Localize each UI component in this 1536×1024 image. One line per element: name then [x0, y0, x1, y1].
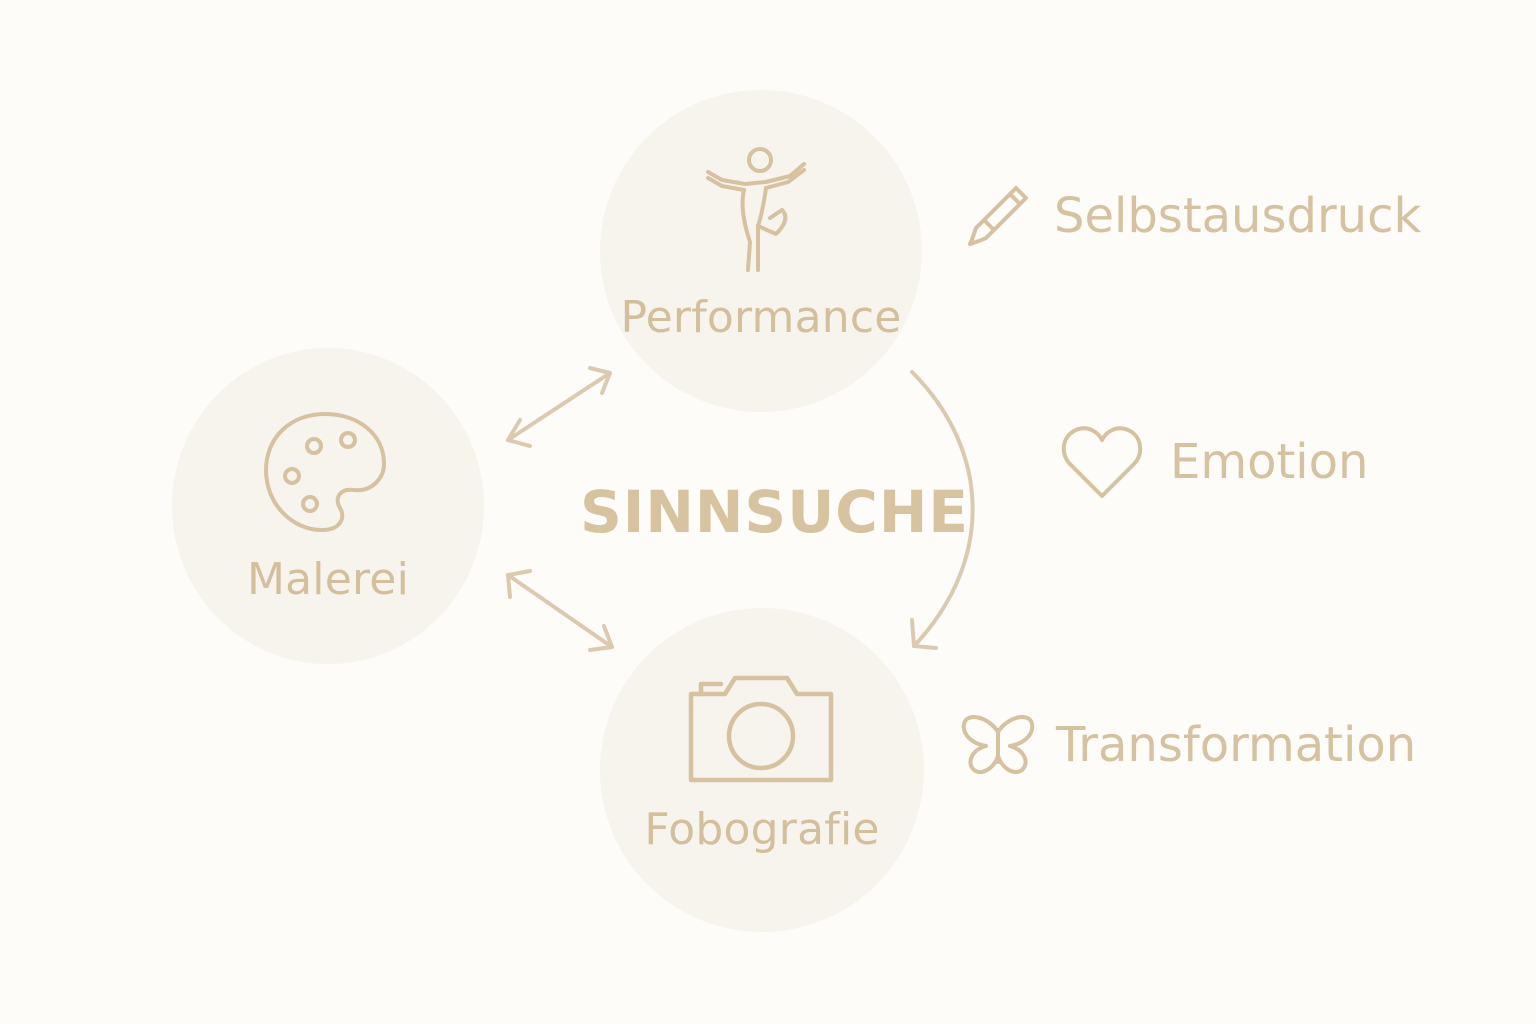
- heart-icon: [1061, 426, 1143, 498]
- arrow-malerei-fotografie: [506, 569, 614, 652]
- butterfly-icon: [961, 715, 1035, 775]
- aspect-selbstausdruck: Selbstausdruck: [964, 182, 1421, 250]
- aspect-label-selbstausdruck: Selbstausdruck: [1054, 188, 1422, 244]
- paintbrush-icon: [968, 186, 1028, 246]
- aspect-label-emotion: Emotion: [1170, 434, 1369, 490]
- node-label-fotografie: Fobografie: [644, 804, 880, 855]
- aspect-transformation: Transformation: [958, 712, 1416, 778]
- node-performance: Performance: [600, 90, 922, 412]
- camera-icon: [688, 675, 834, 783]
- aspect-emotion: Emotion: [1060, 424, 1368, 500]
- node-malerei: Malerei: [172, 348, 484, 664]
- aspect-label-transformation: Transformation: [1056, 717, 1417, 773]
- center-title: SINNSUCHE: [580, 478, 970, 546]
- dancer-icon: [706, 147, 806, 272]
- node-fotografie: Fobografie: [600, 608, 924, 932]
- node-label-malerei: Malerei: [246, 554, 410, 605]
- arrow-malerei-performance: [506, 366, 612, 448]
- node-label-performance: Performance: [620, 292, 902, 343]
- palette-icon: [264, 412, 386, 532]
- arrow-performance-fotografie: [910, 370, 975, 650]
